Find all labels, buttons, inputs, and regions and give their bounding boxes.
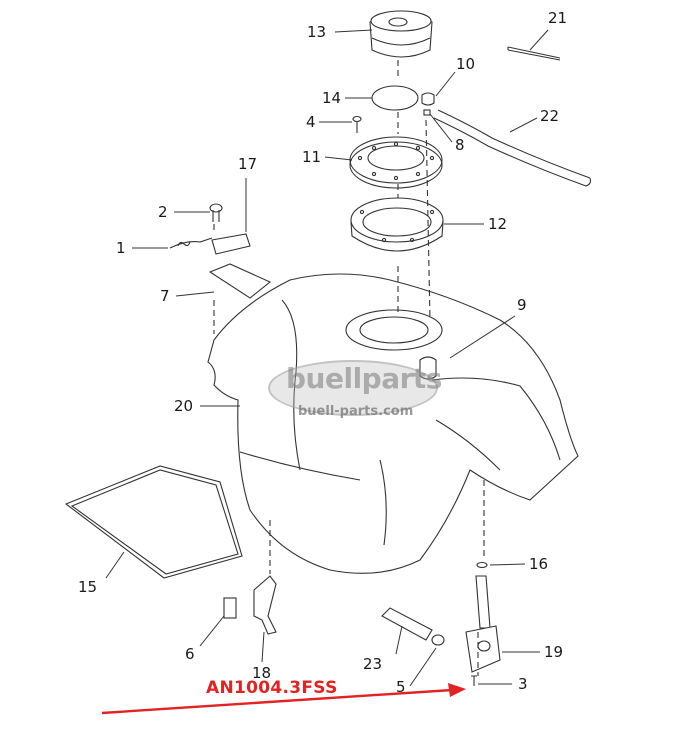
callout-4: 4 (306, 113, 316, 131)
sensor-bracket-part (169, 203, 251, 255)
fuel-tank-part (207, 273, 579, 574)
callout-20: 20 (174, 397, 194, 415)
filler-cap-part (369, 10, 433, 58)
part-number-annotation: AN1004.3FSS (206, 678, 338, 698)
annotation-arrow (101, 683, 466, 715)
callout-16: 16 (529, 555, 549, 573)
vent-hose-part (433, 109, 592, 187)
watermark-ring (268, 360, 438, 416)
callout-11: 11 (302, 148, 322, 166)
callout-13: 13 (307, 23, 327, 41)
watermark-url: buell-parts.com (298, 404, 414, 419)
flange-ring-part (349, 136, 443, 189)
callout-2: 2 (158, 203, 168, 221)
petcock-seal-part (476, 561, 488, 569)
heat-shield-inner (70, 469, 239, 575)
callout-10: 10 (456, 55, 476, 73)
screw-part (352, 115, 362, 133)
callout-3: 3 (518, 675, 528, 693)
callout-1: 1 (116, 239, 126, 257)
callout-12: 12 (488, 215, 508, 233)
fuel-hose-part (381, 607, 433, 641)
callout-14: 14 (322, 89, 342, 107)
leader-lines (105, 29, 549, 687)
clip-part (223, 597, 237, 619)
callout-7: 7 (160, 287, 170, 305)
callout-8: 8 (455, 136, 465, 154)
callout-6: 6 (185, 645, 195, 663)
filler-neck-part (350, 197, 444, 252)
callout-5: 5 (396, 678, 406, 696)
watermark-brand: buellparts (286, 362, 442, 395)
callout-9: 9 (517, 296, 527, 314)
assembly-lines (213, 60, 485, 676)
watermark: buellparts buell-parts.com (268, 356, 442, 422)
fitting-part (421, 92, 435, 116)
callout-15: 15 (78, 578, 98, 596)
o-ring-part (371, 85, 419, 111)
callout-19: 19 (544, 643, 564, 661)
mount-bracket-part (253, 575, 277, 635)
callout-21: 21 (548, 9, 568, 27)
heat-shield-part (64, 465, 243, 579)
callout-17: 17 (238, 155, 258, 173)
hose-clip-part (507, 46, 561, 61)
tank-pad-part (208, 263, 272, 299)
petcock-valve-part (465, 575, 501, 673)
petcock-screw-part (471, 675, 477, 686)
callout-18: 18 (252, 664, 272, 682)
callout-22: 22 (540, 107, 560, 125)
callout-23: 23 (363, 655, 383, 673)
hose-clamp-part (431, 634, 445, 646)
